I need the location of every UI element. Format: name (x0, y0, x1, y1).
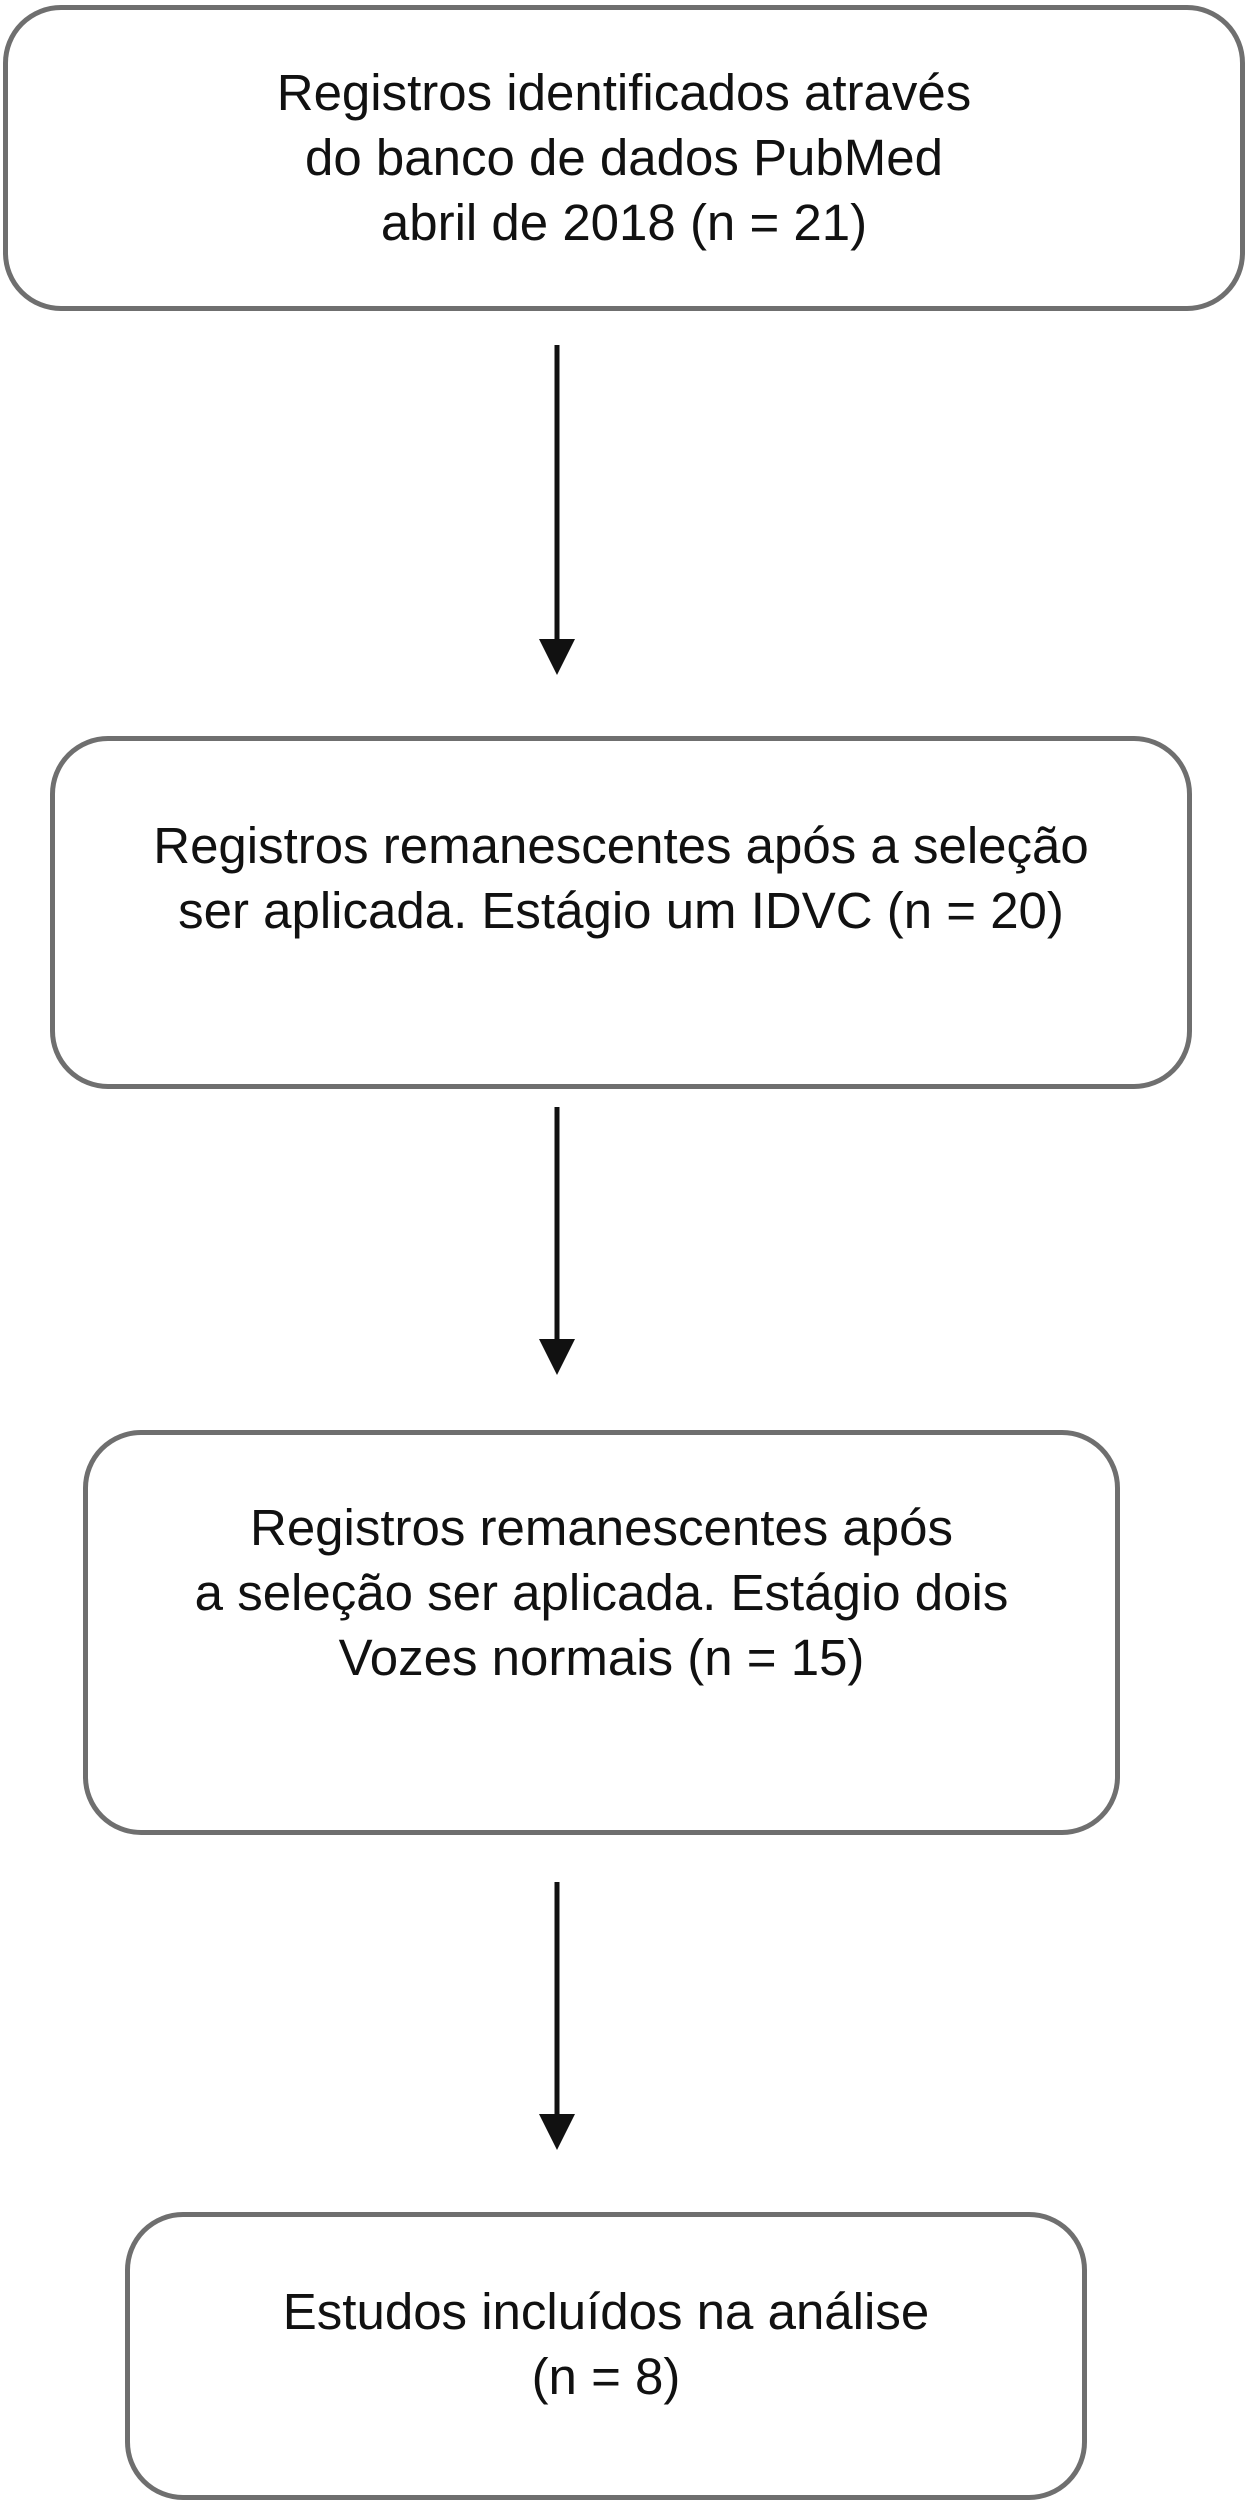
step-2-line-1: Registros remanescentes após a seleção (153, 817, 1089, 874)
step-3-line-1: Registros remanescentes após (249, 1499, 954, 1556)
arrow-step-3-to-4 (0, 1882, 1250, 2150)
step-1-line-3: abril de 2018 (n = 21) (380, 194, 868, 251)
step-stage-two-normal-voices-box: Registros remanescentes após a seleção s… (83, 1430, 1120, 1835)
step-2-line-2: ser aplicada. Estágio um IDVC (n = 20) (178, 882, 1064, 939)
step-1-line-2: do banco de dados PubMed (305, 129, 943, 186)
arrow-step-2-to-3 (0, 1107, 1250, 1375)
step-1-line-1: Registros identificados através (276, 64, 972, 121)
step-3-line-2: a seleção ser aplicada. Estágio dois (194, 1564, 1009, 1621)
step-studies-included-box: Estudos incluídos na análise (n = 8) (125, 2212, 1087, 2500)
step-stage-one-idvc-box: Registros remanescentes após a seleção s… (50, 736, 1192, 1089)
arrow-step-1-to-2 (0, 345, 1250, 675)
step-records-identified-box: Registros identificados através do banco… (3, 5, 1245, 311)
step-4-line-1: Estudos incluídos na análise (282, 2283, 930, 2340)
step-4-line-2: (n = 8) (531, 2348, 681, 2405)
step-3-line-3: Vozes normais (n = 15) (338, 1629, 865, 1686)
